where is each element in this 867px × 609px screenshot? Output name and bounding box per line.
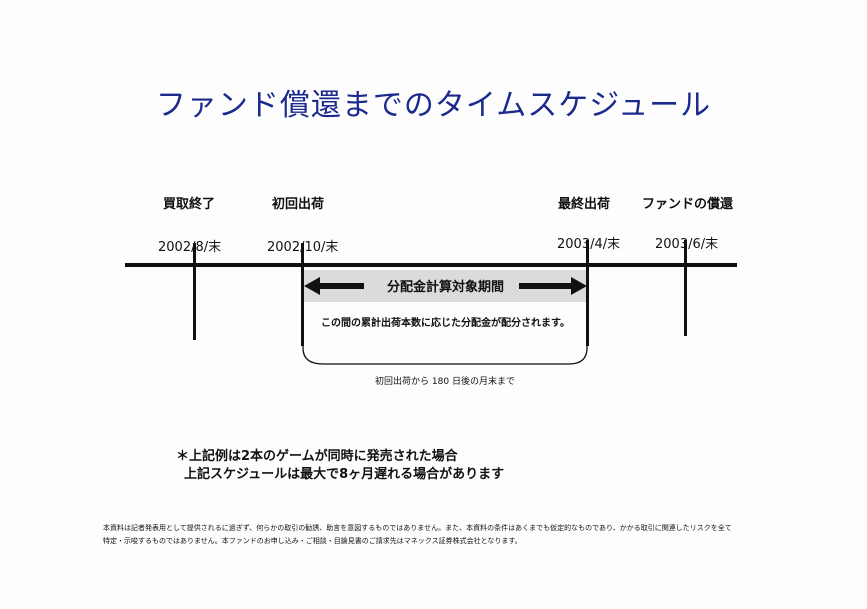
double-arrow-icon [304, 277, 587, 295]
milestone-date: 2002/8/末 [158, 240, 222, 255]
disclaimer-line: 本資料は記者発表用として提供されるに過ぎず、何らかの取引の勧誘、助言を意図するも… [103, 524, 732, 532]
period-description: この間の累計出荷本数に応じた分配金が配分されます。 [321, 318, 570, 329]
page-title: ファンド償還までのタイムスケジュール [155, 88, 712, 123]
note: ＊上記例は2本のゲームが同時に発売された場合 [176, 449, 458, 464]
milestone-label: ファンドの償還 [642, 197, 734, 212]
timeline-tick [301, 243, 304, 346]
timeline-tick [193, 243, 196, 340]
milestone-label: 初回出荷 [272, 197, 325, 212]
milestone-label: 最終出荷 [558, 197, 611, 212]
timeline-axis [125, 263, 737, 267]
timeline-tick [684, 240, 687, 336]
disclaimer-line: 特定・示唆するものではありません。本ファンドのお申し込み・ご相談・目論見書のご請… [103, 537, 522, 545]
note: 上記スケジュールは最大で8ヶ月遅れる場合があります [184, 467, 505, 482]
period-label: 分配金計算対象期間 [386, 280, 504, 295]
timeline-tick [586, 240, 589, 346]
period-brace [302, 332, 588, 365]
milestone-label: 買取終了 [163, 197, 216, 212]
period-span-label: 初回出荷から 180 日後の月末まで [375, 377, 515, 387]
